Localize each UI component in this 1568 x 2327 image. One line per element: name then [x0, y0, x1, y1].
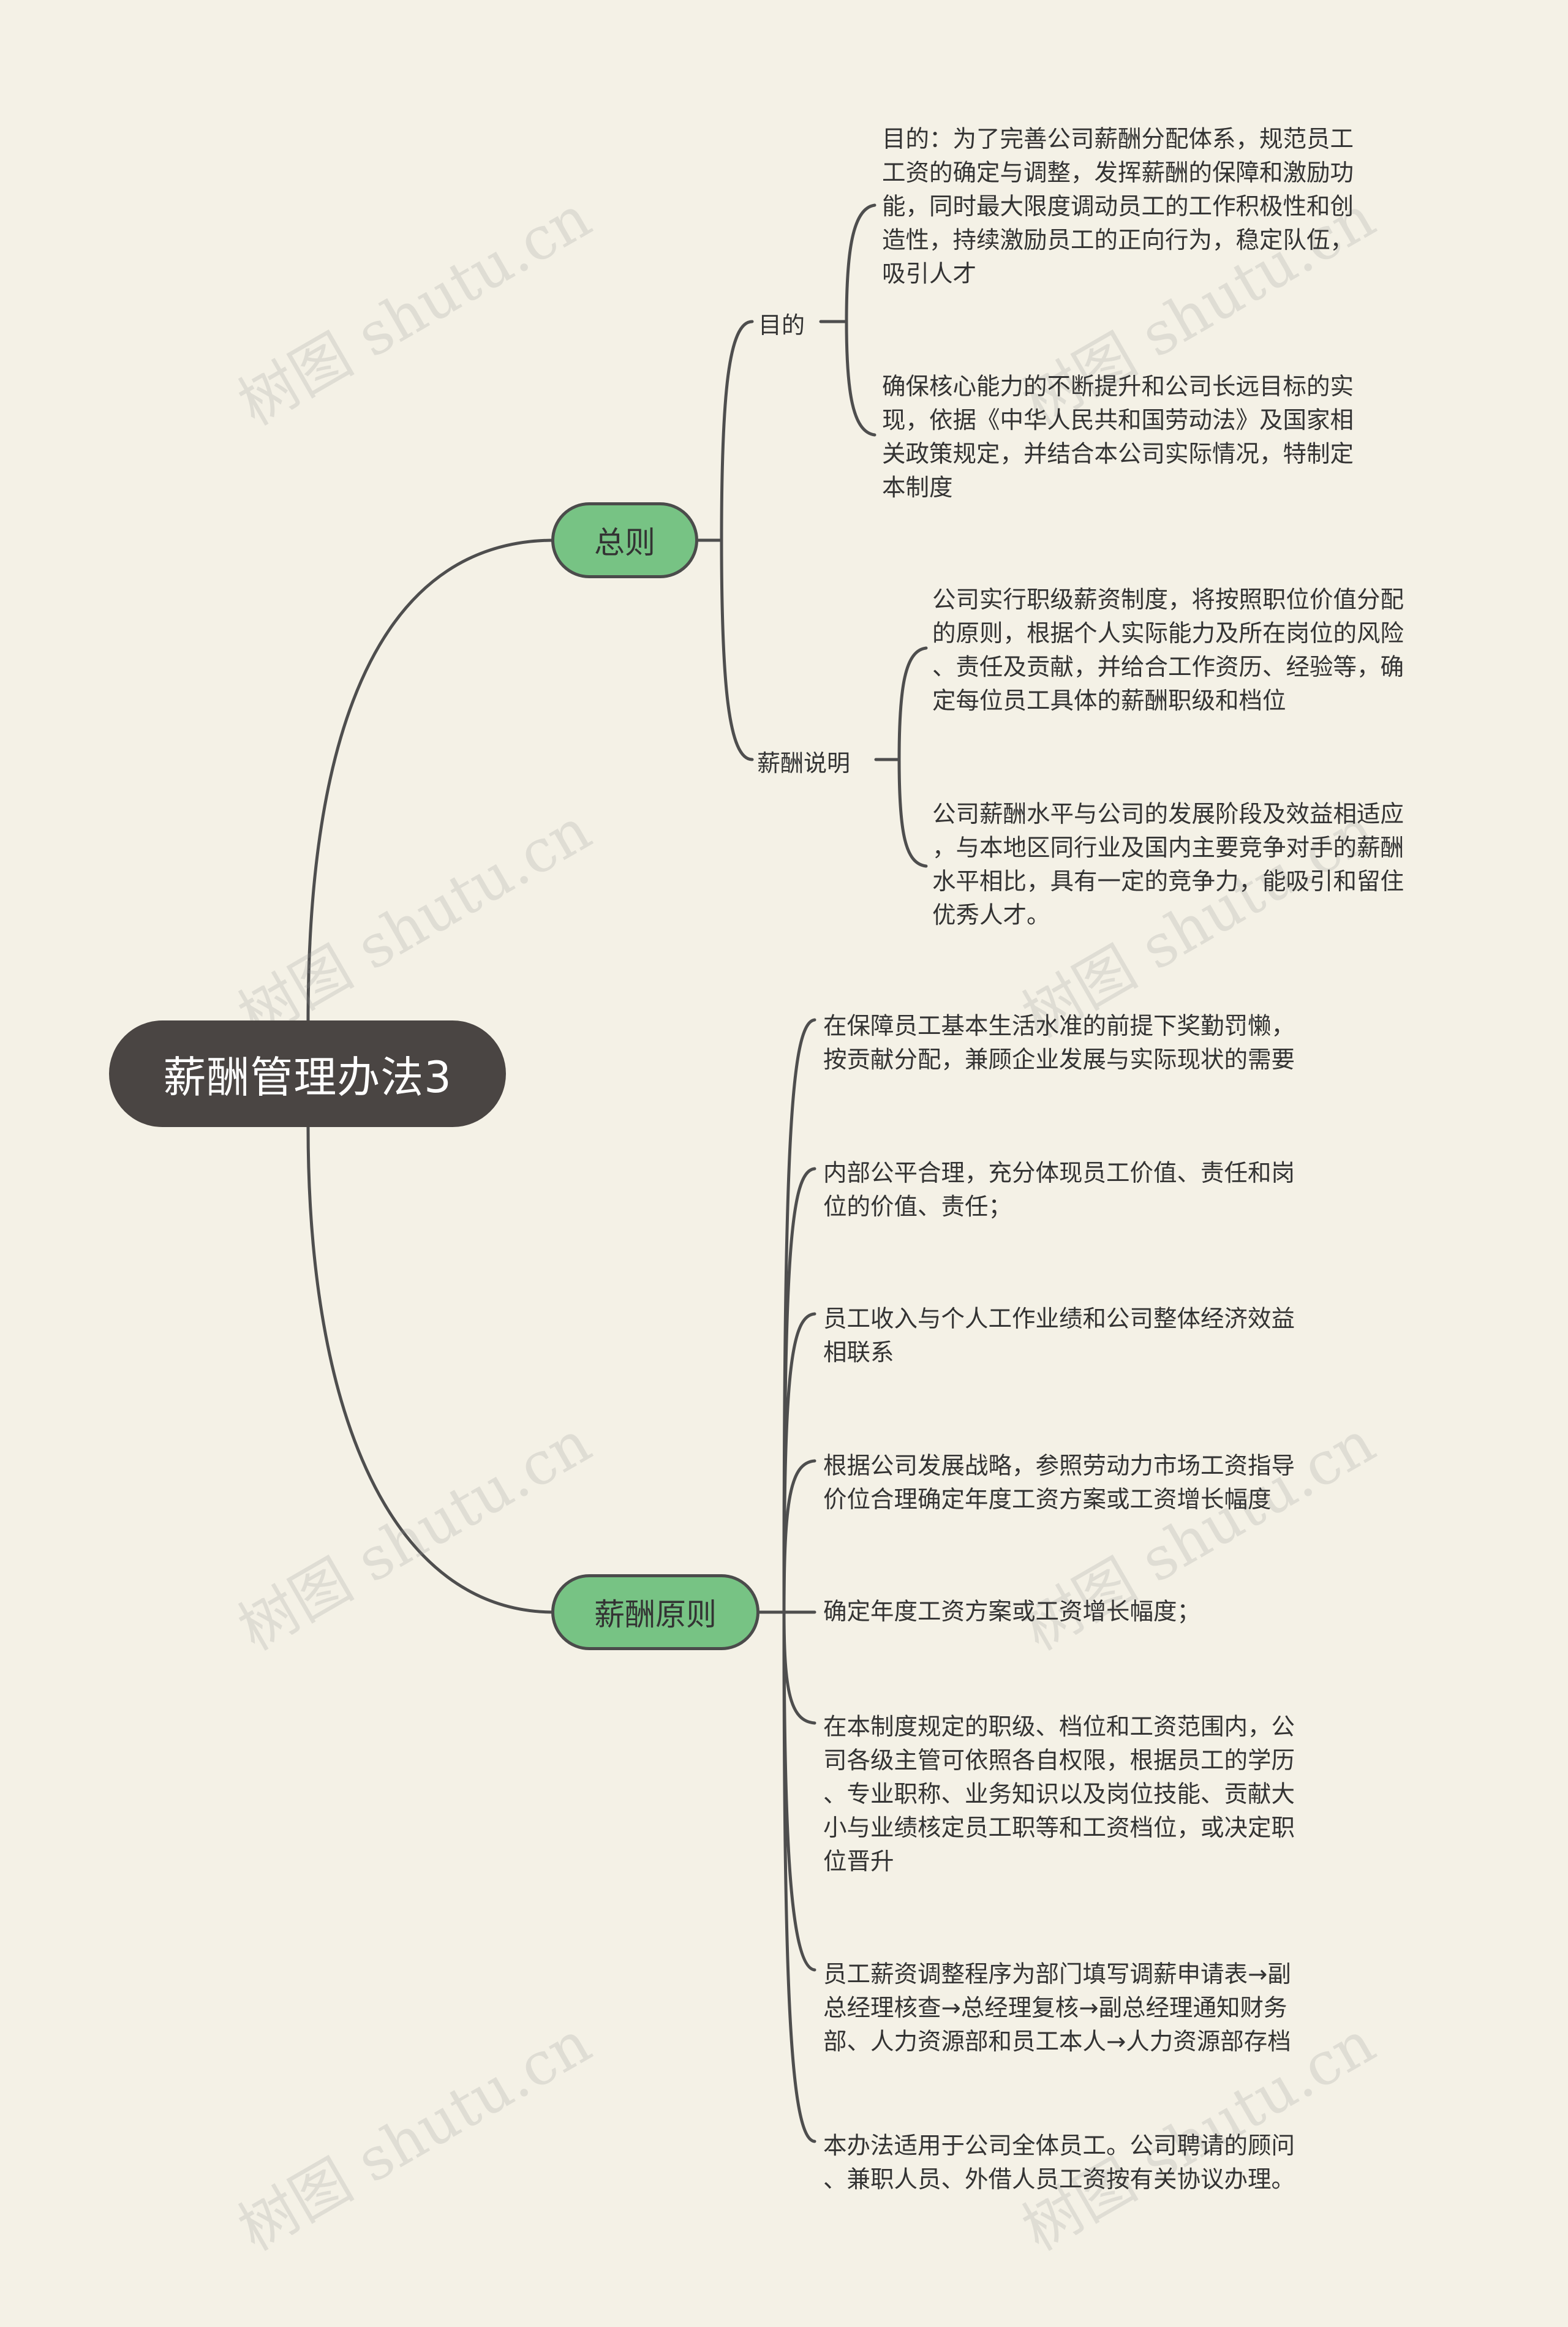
- leaf-line: 水平相比，具有一定的竞争力，能吸引和留住: [932, 868, 1404, 896]
- connector-xinchou-brace: [897, 646, 928, 868]
- leaf-line: 内部公平合理，充分体现员工价值、责任和岗: [823, 1160, 1295, 1187]
- leaf-line: 关政策规定，并结合本公司实际情况，特制定: [882, 440, 1354, 468]
- leaf-yuanze-3: 根据公司发展战略，参照劳动力市场工资指导 价位合理确定年度工资方案或工资增长幅度: [823, 1449, 1374, 1517]
- leaf-line: 定每位员工具体的薪酬职级和档位: [932, 687, 1286, 715]
- leaf-line: 公司实行职级薪资制度，将按照职位价值分配: [932, 586, 1404, 614]
- leaf-yuanze-4: 确定年度工资方案或工资增长幅度；: [823, 1595, 1374, 1629]
- leaf-line: 员工收入与个人工作业绩和公司整体经济效益: [823, 1305, 1295, 1333]
- leaf-line: 本办法适用于公司全体员工。公司聘请的顾问: [823, 2132, 1295, 2160]
- leaf-line: 司各级主管可依照各自权限，根据员工的学历: [823, 1747, 1295, 1774]
- subtopic-label: 薪酬说明: [757, 750, 851, 777]
- leaf-line: 确保核心能力的不断提升和公司长远目标的实: [882, 373, 1354, 401]
- leaf-yuanze-5: 在本制度规定的职级、档位和工资范围内，公 司各级主管可依照各自权限，根据员工的学…: [823, 1710, 1374, 1879]
- leaf-line: 按贡献分配，兼顾企业发展与实际现状的需要: [823, 1046, 1295, 1074]
- leaf-line: 根据公司发展战略，参照劳动力市场工资指导: [823, 1452, 1295, 1480]
- connector-yuanze-leaf-3: [782, 1459, 816, 1614]
- leaf-mudi-0: 目的：为了完善公司薪酬分配体系，规范员工 工资的确定与调整，发挥薪酬的保障和激励…: [882, 123, 1433, 291]
- leaf-line: 、专业职称、业务知识以及岗位技能、贡献大: [823, 1781, 1295, 1808]
- branch-node-zongze[interactable]: 总则: [551, 502, 698, 578]
- subtopic-xinchou-shuoming[interactable]: 薪酬说明: [757, 744, 850, 778]
- leaf-line: 总经理核查→总经理复核→副总经理通知财务: [823, 1994, 1287, 2022]
- leaf-line: 员工薪资调整程序为部门填写调薪申请表→副: [823, 1961, 1291, 1988]
- leaf-yuanze-2: 员工收入与个人工作业绩和公司整体经济效益 相联系: [823, 1302, 1374, 1370]
- leaf-yuanze-6: 员工薪资调整程序为部门填写调薪申请表→副 总经理核查→总经理复核→副总经理通知财…: [823, 1958, 1374, 2059]
- root-label: 薪酬管理办法3: [163, 1052, 452, 1103]
- leaf-line: 在本制度规定的职级、档位和工资范围内，公: [823, 1713, 1295, 1741]
- branch-label: 薪酬原则: [594, 1597, 717, 1632]
- leaf-shuoming-0: 公司实行职级薪资制度，将按照职位价值分配 的原则，根据个人实际能力及所在岗位的风…: [932, 583, 1483, 718]
- leaf-line: 造性，持续激励员工的正向行为，稳定队伍，: [882, 227, 1354, 254]
- leaf-line: 吸引人才: [882, 260, 977, 288]
- leaf-line: 本制度: [882, 474, 953, 502]
- leaf-line: 工资的确定与调整，发挥薪酬的保障和激励功: [882, 159, 1354, 187]
- leaf-line: 公司薪酬水平与公司的发展阶段及效益相适应: [932, 801, 1404, 828]
- leaf-line: 现，依据《中华人民共和国劳动法》及国家相: [882, 407, 1354, 434]
- leaf-line: 确定年度工资方案或工资增长幅度；: [823, 1598, 1201, 1626]
- connector-root-zongze: [306, 538, 556, 1022]
- connector-zongze-xinchou: [720, 538, 754, 761]
- leaf-line: 小与业绩核定员工职等和工资档位，或决定职: [823, 1814, 1295, 1842]
- leaf-yuanze-0: 在保障员工基本生活水准的前提下奖勤罚懒， 按贡献分配，兼顾企业发展与实际现状的需…: [823, 1009, 1374, 1077]
- subtopic-label: 目的: [758, 312, 805, 339]
- leaf-yuanze-1: 内部公平合理，充分体现员工价值、责任和岗 位的价值、责任；: [823, 1156, 1374, 1224]
- leaf-line: 相联系: [823, 1339, 894, 1367]
- connector-yuanze-leaf-2: [782, 1312, 816, 1614]
- connector-zongze-mudi: [720, 320, 754, 542]
- leaf-mudi-1: 确保核心能力的不断提升和公司长远目标的实 现，依据《中华人民共和国劳动法》及国家…: [882, 370, 1433, 505]
- leaf-line: 位的价值、责任；: [823, 1193, 1012, 1221]
- leaf-line: 的原则，根据个人实际能力及所在岗位的风险: [932, 620, 1404, 647]
- leaf-line: 部、人力资源部和员工本人→人力资源部存档: [823, 2028, 1291, 2056]
- leaf-line: 能，同时最大限度调动员工的工作积极性和创: [882, 193, 1354, 221]
- leaf-line: 、兼职人员、外借人员工资按有关协议办理。: [823, 2166, 1295, 2193]
- leaf-line: 在保障员工基本生活水准的前提下奖勤罚懒，: [823, 1013, 1295, 1040]
- leaf-yuanze-7: 本办法适用于公司全体员工。公司聘请的顾问 、兼职人员、外借人员工资按有关协议办理…: [823, 2129, 1374, 2197]
- leaf-line: 、责任及贡献，并给合工作资历、经验等，确: [932, 654, 1404, 681]
- branch-node-xinchou-yuanze[interactable]: 薪酬原则: [551, 1574, 760, 1650]
- connector-yuanze-leaf-7: [782, 1610, 816, 2143]
- leaf-line: ，与本地区同行业及国内主要竞争对手的薪酬: [932, 834, 1404, 862]
- subtopic-mudi[interactable]: 目的: [758, 306, 805, 340]
- connector-yuanze-leaf-5: [782, 1610, 816, 1725]
- connector-root-yuanze: [306, 1125, 556, 1614]
- leaf-shuoming-1: 公司薪酬水平与公司的发展阶段及效益相适应 ，与本地区同行业及国内主要竞争对手的薪…: [932, 798, 1483, 932]
- root-node[interactable]: 薪酬管理办法3: [109, 1020, 506, 1127]
- branch-label: 总则: [594, 525, 655, 560]
- connector-mudi-brace: [845, 203, 876, 437]
- leaf-line: 目的：为了完善公司薪酬分配体系，规范员工: [882, 126, 1354, 153]
- leaf-line: 价位合理确定年度工资方案或工资增长幅度: [823, 1486, 1272, 1514]
- leaf-line: 位晋升: [823, 1848, 894, 1876]
- connector-yuanze-leaf-6: [782, 1610, 816, 1972]
- leaf-line: 优秀人才。: [932, 902, 1050, 929]
